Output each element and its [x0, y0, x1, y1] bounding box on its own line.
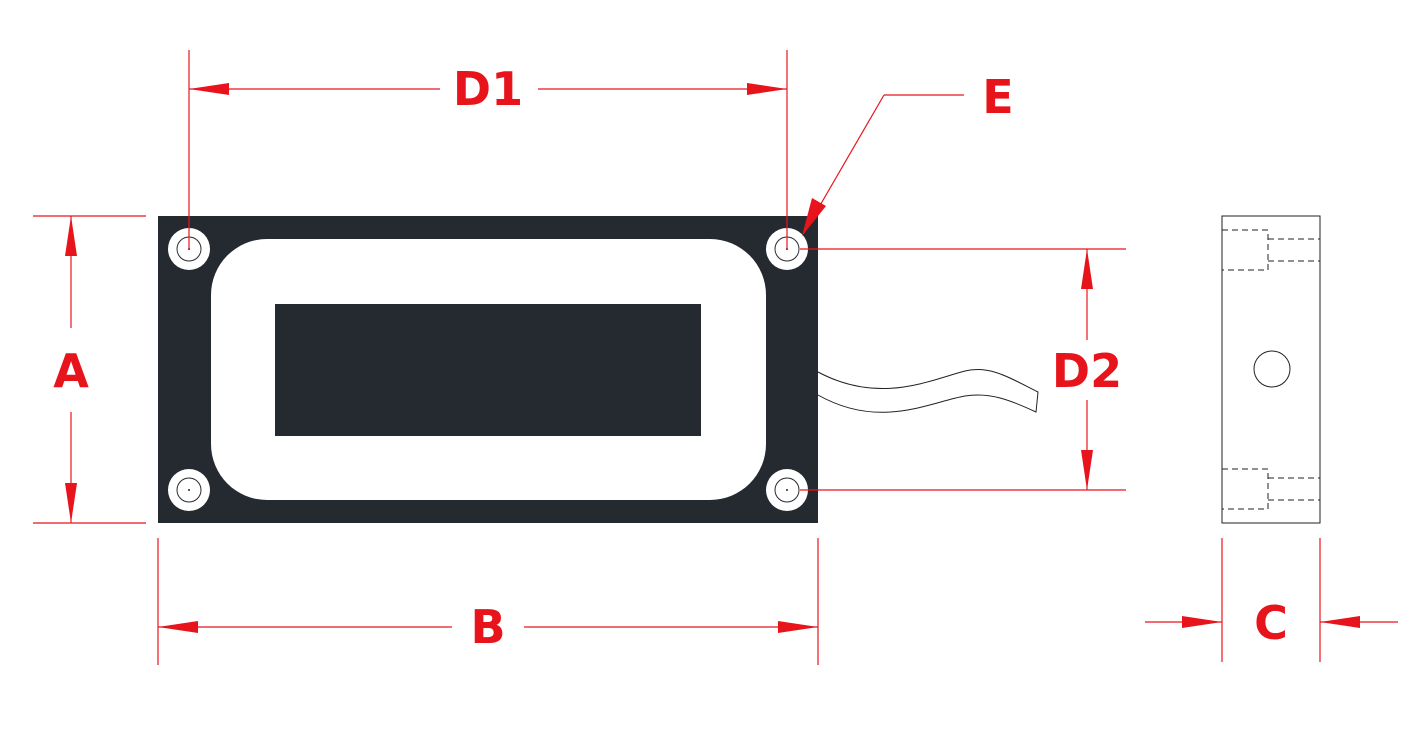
label-c: C: [1254, 596, 1288, 650]
hidden-hole-bottom: [1222, 468, 1320, 510]
lead-wire: [817, 369, 1039, 413]
dimension-b: B: [157, 538, 819, 665]
dimension-a: A: [33, 215, 146, 524]
dimension-d2: D2: [800, 248, 1126, 491]
label-a: A: [53, 344, 89, 398]
dimension-c: C: [1145, 538, 1398, 662]
side-wire-hole: [1253, 350, 1291, 388]
dimension-e: E: [802, 70, 1014, 236]
hidden-hole-top: [1222, 229, 1320, 271]
dimension-d1: D1: [188, 50, 788, 249]
magnet-core: [275, 304, 701, 436]
side-view: [1221, 215, 1321, 524]
label-e: E: [982, 70, 1013, 124]
front-view: [158, 216, 1039, 523]
mounting-hole-bottom-left: [168, 469, 210, 511]
side-outline: [1221, 215, 1321, 524]
label-b: B: [470, 600, 505, 654]
label-d2: D2: [1052, 344, 1122, 398]
mounting-hole-bottom-right: [766, 469, 808, 511]
label-d1: D1: [453, 62, 523, 116]
